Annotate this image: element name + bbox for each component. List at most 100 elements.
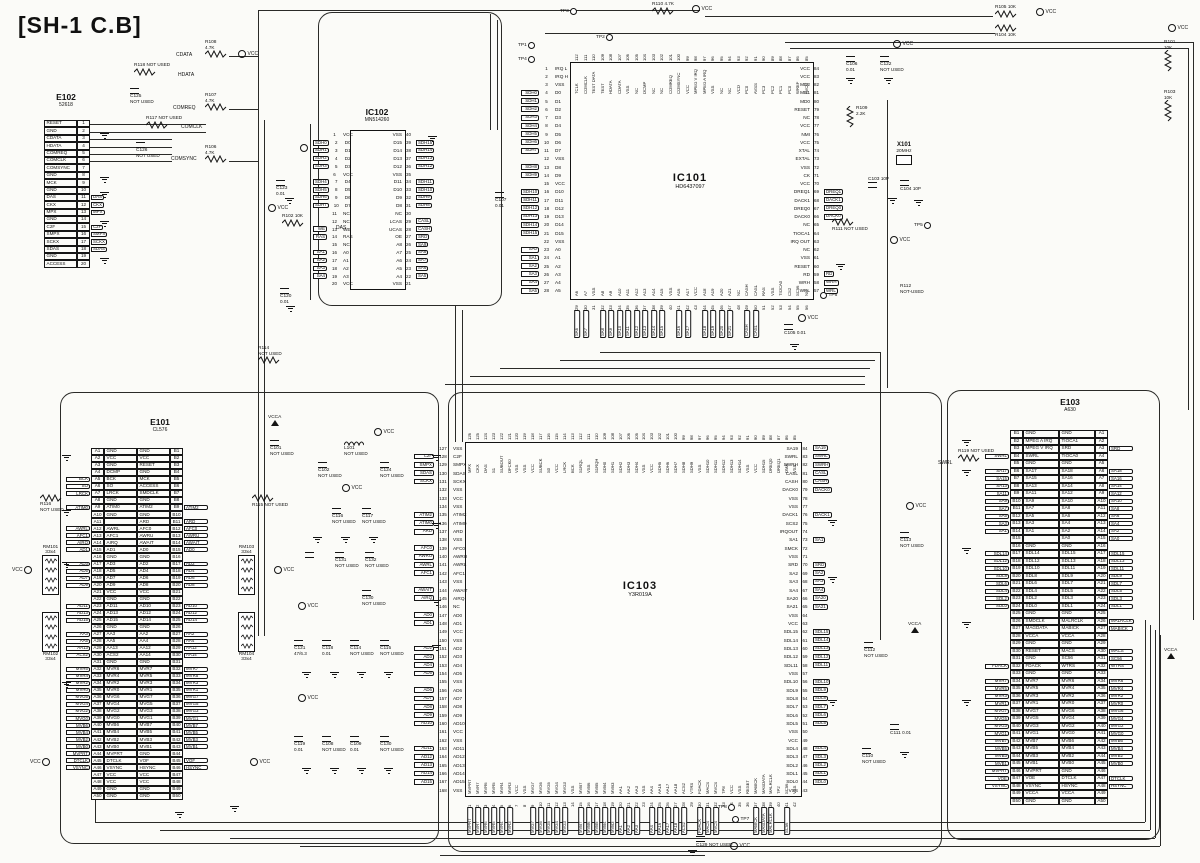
ic-pin: 85 VSS xyxy=(791,422,799,473)
pin-label: SC56 xyxy=(1059,655,1095,663)
pin-number: A47 xyxy=(1095,775,1108,783)
pin-number: A31 xyxy=(1095,655,1108,663)
connector-row: A50 GND GND B50 xyxy=(65,792,209,800)
pin-number: 112 xyxy=(575,54,580,61)
pin-name: A0 xyxy=(555,247,561,253)
ic-pin: 111 VSS xyxy=(585,422,593,473)
ic-pin: SDL3 47 SDL3 xyxy=(768,753,833,761)
net-stub: AA2 xyxy=(184,631,208,637)
capacitor-C129: C129 NOT USED xyxy=(696,836,732,848)
testpoint-tp4: TP4 xyxy=(518,56,536,63)
pin-number: 13 xyxy=(563,802,568,807)
net-stub: AFC0 xyxy=(414,545,434,552)
pin-label: GND xyxy=(44,186,77,194)
pin-name: A19 xyxy=(711,288,716,296)
net-stub: ARD xyxy=(184,519,208,525)
wire xyxy=(90,132,206,133)
pin-number: 30 xyxy=(583,305,588,310)
pin-number: A32 xyxy=(1095,662,1108,670)
pin-name: MPEG A IRQ xyxy=(702,69,707,94)
pin-label: MVB1 xyxy=(137,743,170,751)
pin-name: S0 xyxy=(547,467,552,473)
ic-pin: 103 NC xyxy=(650,43,659,94)
pin-number: 8 xyxy=(523,804,528,807)
pin-number: B42 xyxy=(170,736,183,744)
pin-number: 119 xyxy=(523,433,528,440)
pin-name: VSS xyxy=(788,495,798,501)
pin-number: A19 xyxy=(91,574,104,582)
pin-label: AFC1 xyxy=(104,532,137,540)
pin-label: MVR5 xyxy=(1023,685,1059,693)
pin-name: D9 xyxy=(396,195,402,201)
wire xyxy=(1150,625,1151,830)
ic-pin: A6 24 SA7 xyxy=(378,257,435,265)
net-stub: AD2 xyxy=(184,561,208,567)
signal-comreq: COMREQ xyxy=(173,105,196,111)
pin-label: TIOCA1 xyxy=(1059,437,1095,445)
ic-pin: AFC0 139 AFC0 xyxy=(413,544,479,552)
pin-number: A21 xyxy=(91,588,104,596)
pin-number: B44 xyxy=(1010,752,1023,760)
ic-pin: 133 VCC xyxy=(413,494,479,502)
connector-row: GND 19 xyxy=(44,253,108,261)
pin-name: VCC xyxy=(453,629,463,635)
pin-name: VCC xyxy=(729,785,734,794)
e103-header: E103 A630 xyxy=(1040,398,1100,414)
net-stub: MVR4 xyxy=(1109,686,1133,692)
connector-row: MVG6 A36 MVG6 MVG7 B36 MVG7 xyxy=(65,694,209,702)
net-stub: DACK1 xyxy=(813,511,832,518)
pin-label: AA14 xyxy=(137,651,170,659)
pin-number: A42 xyxy=(1095,737,1108,745)
net-stub: MVB3 xyxy=(184,737,208,743)
pin-name: VSS xyxy=(453,579,463,585)
pin-number: 137 xyxy=(439,529,447,535)
pin-number: 120 xyxy=(515,433,520,440)
pin-number: A38 xyxy=(1095,707,1108,715)
ic-pin: SWRH 82 SWRH xyxy=(768,461,833,469)
pin-name: NC xyxy=(803,247,810,253)
connector-row: AD11 A23 AD11 AD10 B23 AD10 xyxy=(65,602,209,610)
pin-number: A33 xyxy=(91,673,104,681)
net-stub: AD6 xyxy=(184,575,208,581)
net-stub: DACK0 xyxy=(824,213,843,220)
ic-pin: AD11 163 AD11 xyxy=(413,744,479,752)
connector-row: B2 MPEG A IRQ TIOCA1 A2 xyxy=(984,437,1135,445)
pin-number: 130 xyxy=(439,470,447,476)
net-stub: MVR0 xyxy=(66,688,90,694)
pin-name: AD0 xyxy=(453,612,463,618)
testpoint-tp7: TP7 xyxy=(732,816,749,823)
pin-label: GND xyxy=(1059,610,1095,618)
pin-name: SDH10 xyxy=(705,459,710,474)
pin-number: 103 xyxy=(650,433,655,440)
connector-row: SA11 B9 SA11 SA12 A9 SA12 xyxy=(984,490,1135,498)
connector-row: MVG7 B38 MVG7 MVG6 A38 MVG6 xyxy=(984,707,1135,715)
pin-number: 156 xyxy=(439,687,447,693)
net-stub: SDH3 xyxy=(521,114,539,121)
pin-number: 62 xyxy=(813,247,819,253)
ic-pin: RESET 79 xyxy=(780,105,844,113)
ic-pin: SA21 65 SA21 xyxy=(768,603,833,611)
net-stub: SDL11 xyxy=(813,661,831,669)
connector-row: COMREQ 5 xyxy=(44,149,108,157)
pin-label: SMDCLK xyxy=(1023,617,1059,625)
ic-pin: 20 VCC xyxy=(312,280,369,288)
ic-pin: 97 MPEG A IRQ xyxy=(701,43,710,94)
pin-number: A18 xyxy=(91,567,104,575)
ic-pin: VSS 61 xyxy=(780,254,844,262)
pin-number: 67 xyxy=(802,587,808,593)
pin-number: 1 xyxy=(545,65,548,71)
ic-pin: AD13 165 AD13 xyxy=(413,761,479,769)
pin-label: ACS2 xyxy=(104,651,137,659)
ic-pin: AD14 166 AD14 xyxy=(413,769,479,777)
pin-name: A0 xyxy=(343,250,349,256)
wire xyxy=(497,20,498,130)
net-stub: MALRCLK xyxy=(768,807,775,835)
pin-number: A17 xyxy=(1095,550,1108,558)
pin-name: A6 xyxy=(575,290,580,296)
ic-pin: SDH2 4 D2 xyxy=(312,155,369,163)
pin-name: SDL15 xyxy=(783,629,798,635)
pin-number: B49 xyxy=(170,785,183,793)
pin-number: B47 xyxy=(170,771,183,779)
pin-number: 101 xyxy=(666,433,671,440)
